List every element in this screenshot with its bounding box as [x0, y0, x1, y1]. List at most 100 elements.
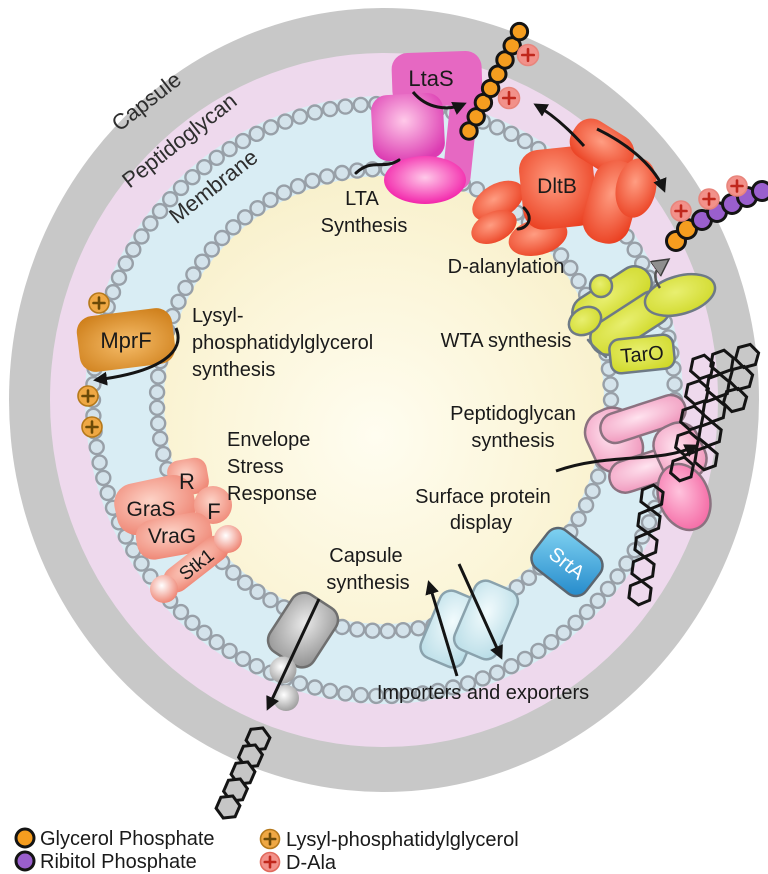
- lipid-bead: [429, 682, 447, 700]
- lipid-bead: [88, 438, 105, 456]
- process-label-surface-1: Surface protein: [415, 486, 551, 508]
- lta-chain: [459, 21, 530, 141]
- blob: [615, 158, 657, 218]
- process-label-capsule-2: synthesis: [326, 572, 409, 594]
- protein-label-taro: TarO: [620, 342, 665, 368]
- hexagon-sugar: [733, 342, 761, 370]
- lysyl-pg-bead: [88, 292, 110, 314]
- hexagon-sugar: [633, 531, 659, 559]
- protein-label-ltas: LtaS: [408, 66, 453, 91]
- lipid-bead: [577, 497, 595, 514]
- glycerol-phosphate-icon: [14, 827, 36, 849]
- lipid-bead: [196, 158, 213, 176]
- lipid-bead: [543, 634, 560, 651]
- protein-label-sensor-f: F: [207, 499, 220, 524]
- lipid-bead: [99, 484, 116, 502]
- lipid-bead: [289, 177, 307, 195]
- process-label-capsule-1: Capsule: [329, 545, 402, 567]
- hexagon-sugar: [627, 579, 653, 607]
- lipid-bead: [104, 284, 122, 301]
- protein-label-mprf: MprF: [100, 328, 151, 353]
- lipid-bead: [503, 125, 520, 143]
- taro-complex: [567, 265, 717, 375]
- molecule-chains: [77, 21, 768, 438]
- stk1-sphere: [150, 575, 178, 603]
- dltb-to-lta-arrow: [533, 103, 586, 148]
- lipid-bead: [352, 96, 369, 114]
- lipid-bead: [225, 219, 242, 236]
- taro-to-wta-arrow: [655, 262, 665, 289]
- hexagon-sugar: [668, 455, 696, 483]
- srta-protein: [530, 526, 604, 598]
- process-label-pg-1: Peptidoglycan: [450, 403, 576, 425]
- process-label-esr-1: Envelope: [227, 429, 310, 451]
- lipid-bead: [602, 391, 620, 409]
- lipid-bead: [262, 591, 279, 609]
- taro-ectodomain: [643, 272, 717, 318]
- lipid-bead: [337, 98, 354, 115]
- lipid-bead: [151, 202, 169, 220]
- lipid-bead: [444, 679, 462, 696]
- srta-body: [530, 526, 604, 598]
- hexagon-sugar: [697, 420, 723, 448]
- dltb-to-wta-arrow: [596, 127, 667, 193]
- lipid-bead: [172, 179, 190, 197]
- lipid-bead: [249, 583, 266, 600]
- lipid-bead: [552, 247, 570, 264]
- d-ala-bead: [698, 188, 720, 210]
- lipid-bead: [584, 482, 601, 500]
- lipid-bead: [221, 140, 238, 158]
- lipid-bead: [503, 658, 520, 675]
- hexagon-sugar: [727, 364, 755, 392]
- lipid-bead: [262, 119, 280, 136]
- lipid-bead: [352, 686, 369, 704]
- hexagon-sugar: [636, 507, 662, 535]
- dltb-body: [519, 146, 597, 230]
- legend-label-glycerol: Glycerol Phosphate: [40, 828, 215, 850]
- lipid-bead: [91, 454, 108, 471]
- hexagon-sugar: [709, 348, 735, 376]
- hexagon-sugar: [721, 386, 749, 414]
- lipid-bead: [488, 119, 506, 136]
- legend-label-lysyl: Lysyl-phosphatidylglycerol: [286, 829, 519, 851]
- lipid-bead: [640, 514, 658, 531]
- ribitol-phosphate-icon: [14, 850, 36, 872]
- lipid-bead: [399, 686, 416, 704]
- lipid-bead: [142, 215, 159, 232]
- stk1-sphere: [214, 525, 242, 553]
- lipid-bead: [213, 229, 231, 247]
- lipid-bead: [221, 642, 238, 660]
- process-label-lta-1: LTA: [345, 188, 379, 210]
- peptidoglycan-chain: [627, 483, 665, 607]
- lipid-bead: [589, 592, 606, 609]
- lipid-bead: [248, 658, 265, 675]
- stk1-bar: [163, 535, 229, 593]
- peptidoglycan-chain: [721, 342, 761, 414]
- lipid-bead: [321, 682, 339, 700]
- mprf-protein: [76, 308, 176, 372]
- lipid-bead: [530, 642, 547, 660]
- lipid-bead: [394, 622, 412, 639]
- blob: [588, 273, 614, 299]
- lipid-bead: [349, 621, 366, 638]
- protein-label-vrag: VraG: [148, 525, 196, 548]
- lipid-bead: [291, 675, 309, 692]
- lipid-bead: [275, 184, 293, 201]
- lipid-bead: [248, 125, 265, 143]
- lipid-bead: [368, 687, 385, 705]
- lipid-bead: [184, 168, 201, 186]
- lipid-bead: [225, 564, 242, 581]
- glycerol-phosphate-bead: [509, 21, 530, 42]
- lipid-bead: [488, 664, 506, 681]
- lipid-bead: [516, 132, 534, 150]
- lipid-bead: [148, 399, 166, 416]
- process-label-lysyl-1: Lysyl-: [192, 305, 243, 327]
- process-label-importers: Importers and exporters: [377, 682, 589, 704]
- lipid-bead: [236, 209, 254, 226]
- lipid-bead: [567, 614, 584, 631]
- process-label-lysyl-2: phosphatidylglycerol: [192, 332, 373, 354]
- protein-label-sensor-r: R: [179, 469, 195, 494]
- d-ala-bead: [497, 86, 521, 110]
- lipid-bead: [185, 266, 202, 283]
